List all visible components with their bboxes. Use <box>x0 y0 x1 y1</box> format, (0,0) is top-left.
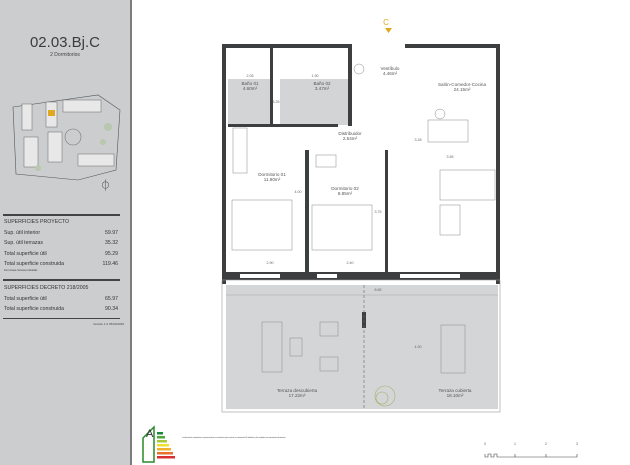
unit-subtitle: 2 Dormitorios <box>50 52 80 58</box>
section-title: SUPERFICIES PROYECTO <box>4 219 70 225</box>
dimension: 2.05 <box>246 74 254 78</box>
unit-code: 02.03.Bj.C <box>29 34 101 51</box>
dimension: 8.65 <box>374 288 382 292</box>
dimension: 3.75 <box>374 210 382 214</box>
dimension: 2.90 <box>266 261 274 265</box>
legal-disclaimer: La información contenida en el presente … <box>182 438 286 439</box>
entrance-marker: C <box>383 18 389 27</box>
version: Versión 1.0 25/03/2026 <box>93 322 124 326</box>
dimension: 2.40 <box>346 261 354 265</box>
note: Con zonas comunes incluidas <box>4 269 38 272</box>
energy-label-icon <box>142 425 175 463</box>
scale-bar <box>484 453 578 458</box>
section-title: SUPERFICIES DECRETO 218/2005 <box>4 285 89 291</box>
energy-rating: A <box>146 428 154 440</box>
divider <box>3 279 120 281</box>
dimension: 3.28 <box>414 138 422 142</box>
dimension: 4.00 <box>294 190 302 194</box>
divider <box>3 214 120 216</box>
divider <box>3 318 120 319</box>
dimension: 3.25 <box>272 100 280 104</box>
dimension: 3.55 <box>446 155 454 159</box>
dimension: 4.30 <box>414 345 422 349</box>
dimension: 1.90 <box>311 74 319 78</box>
scale-tick: 0 <box>484 442 486 446</box>
info-sidebar: 02.03.Bj.C 2 Dormitorios ⏀ SUPERFICIES P… <box>0 0 132 465</box>
north-icon: ⏀ <box>100 180 111 192</box>
scale-tick: 2 <box>545 442 547 446</box>
scale-tick: 1 <box>514 442 516 446</box>
scale-tick: 3 <box>576 442 578 446</box>
site-map <box>12 94 121 181</box>
